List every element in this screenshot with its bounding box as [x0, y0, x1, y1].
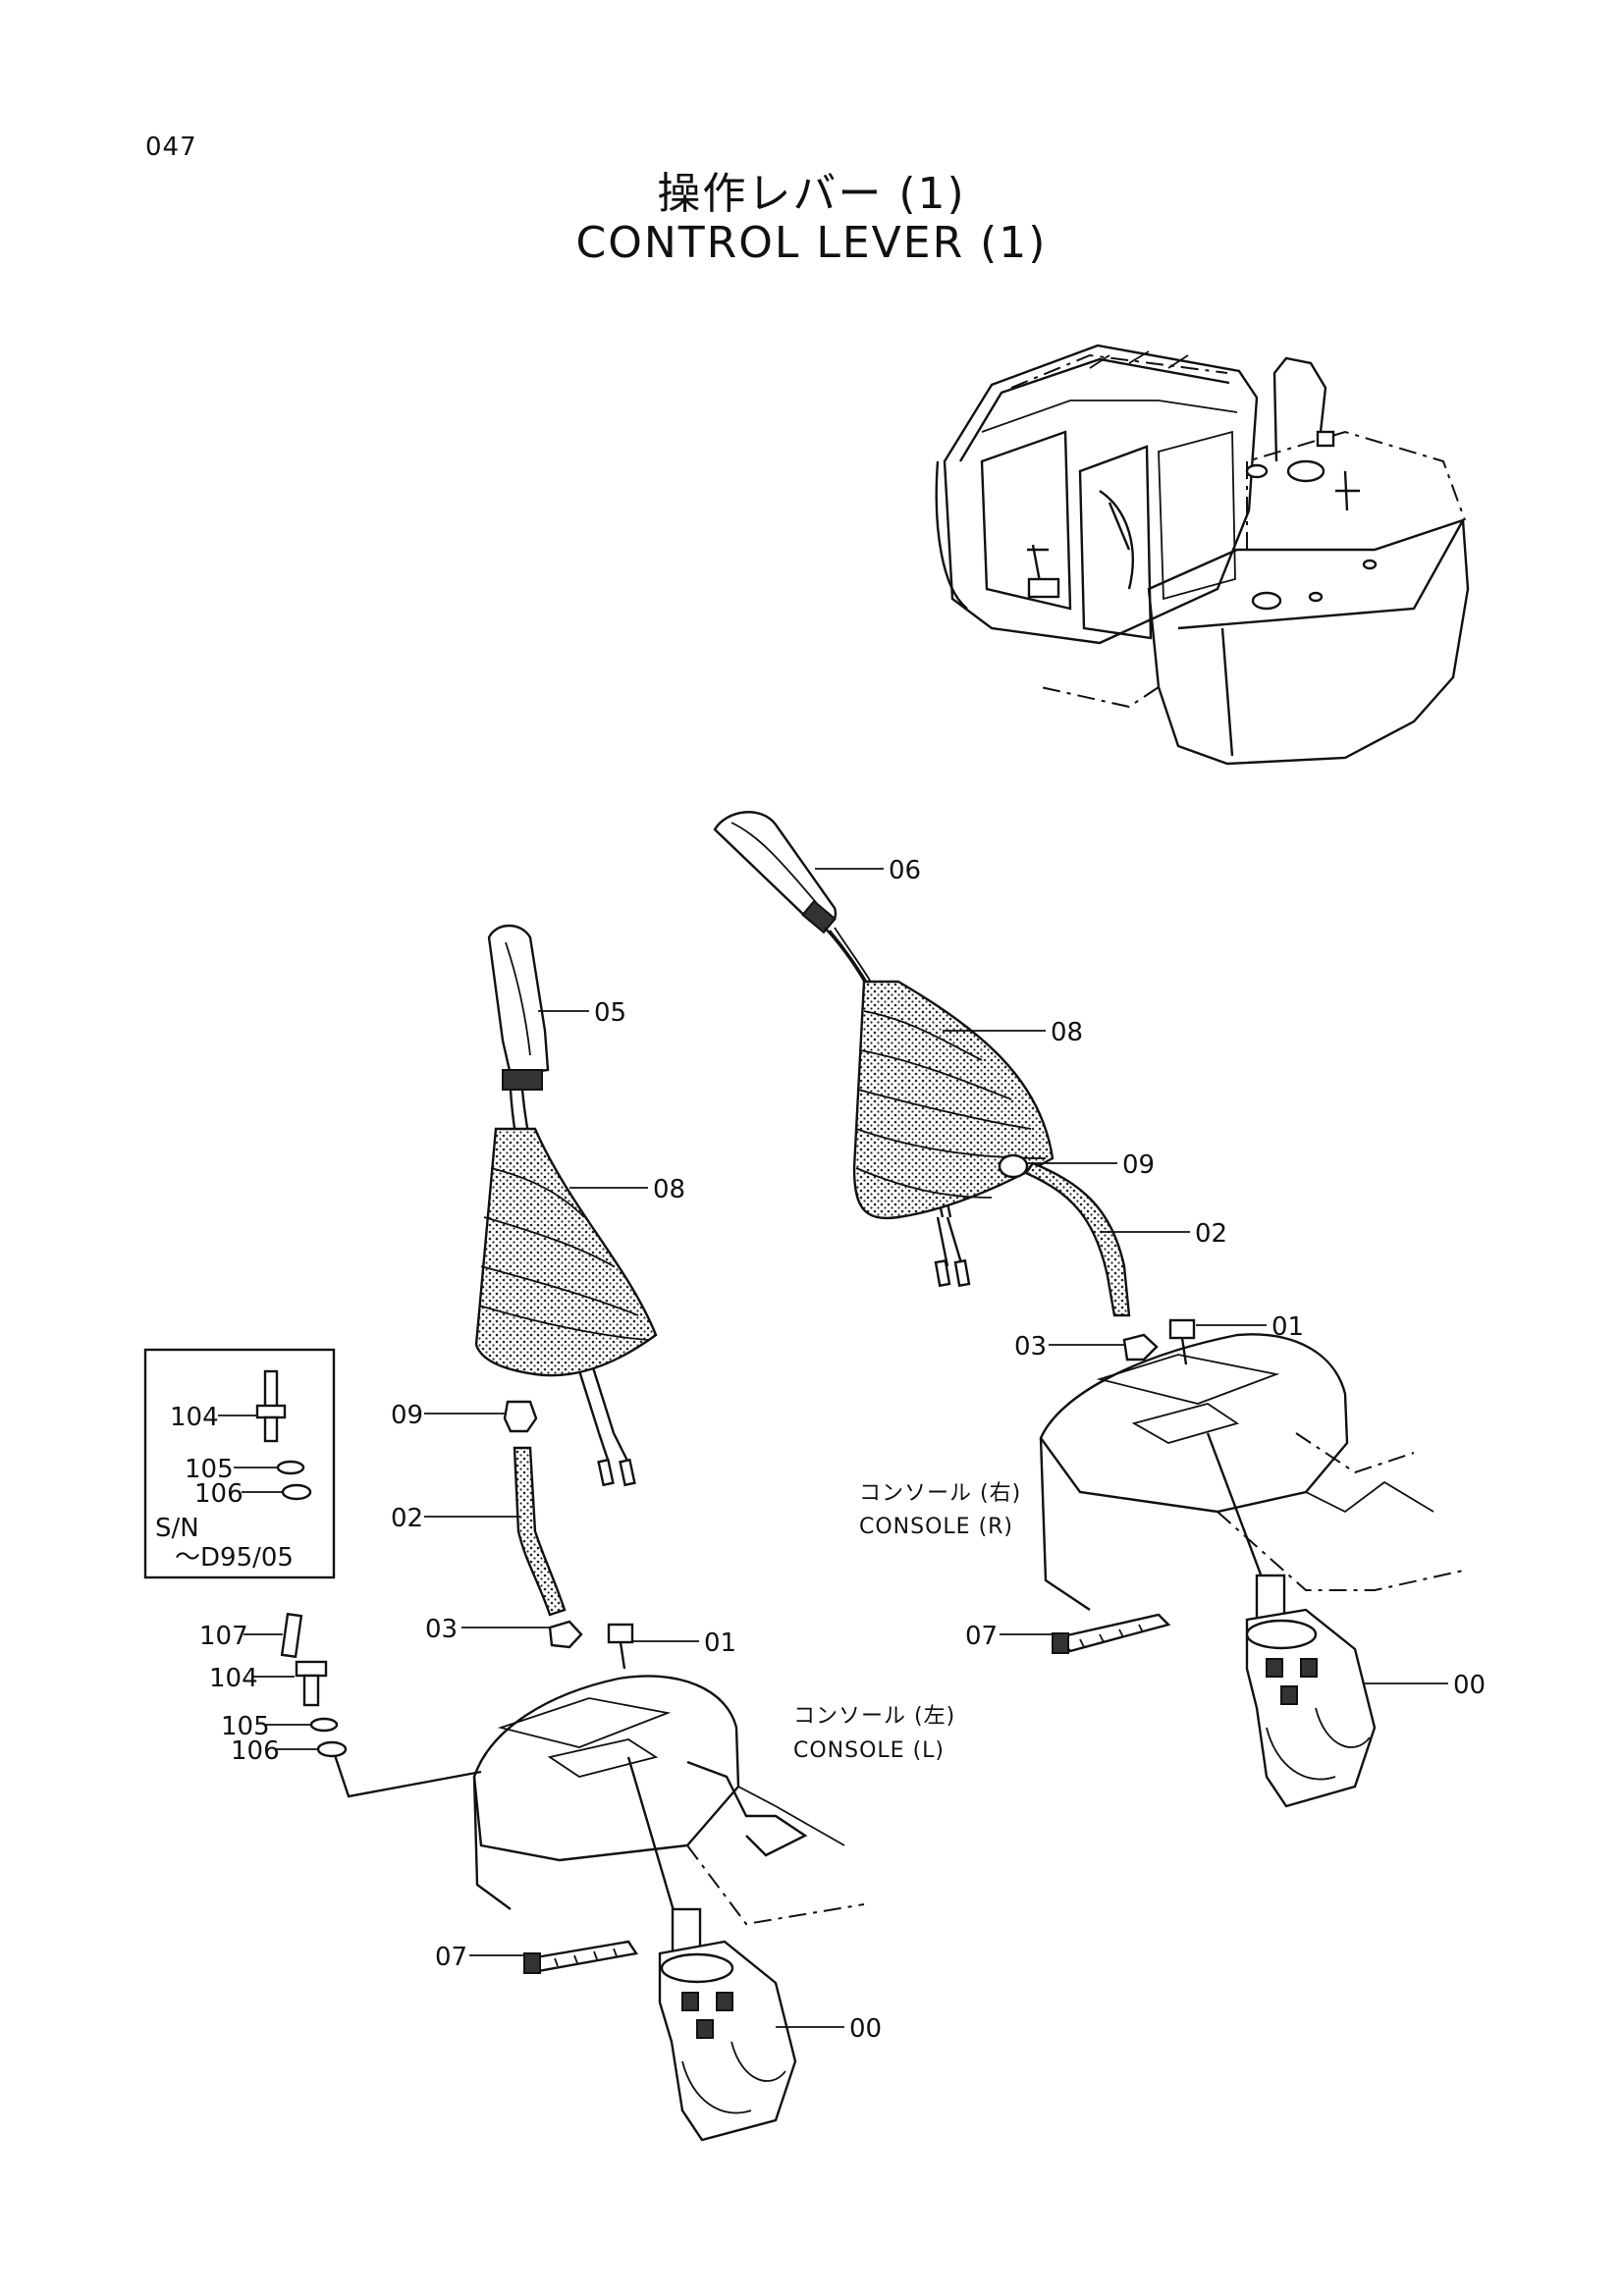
callout-105-inset: 105: [185, 1455, 234, 1484]
callout-09-left: 09: [391, 1401, 423, 1430]
callout-08-left: 08: [653, 1175, 685, 1204]
left-nut-03: [548, 1620, 583, 1649]
callout-07-right: 07: [965, 1622, 998, 1651]
callout-104-inset: 104: [170, 1403, 219, 1432]
left-grip-05: [487, 924, 550, 1077]
console-right-label-en: CONSOLE (R): [859, 1515, 1013, 1539]
console-left-label-ja: コンソール (左): [793, 1704, 955, 1729]
callout-03-left: 03: [425, 1615, 458, 1644]
callout-09-right: 09: [1122, 1150, 1155, 1180]
console-left-label-en: CONSOLE (L): [793, 1738, 945, 1763]
right-nut-03: [1122, 1333, 1159, 1362]
serial-inset-box: [143, 1348, 336, 1579]
excavator-overview-illustration: [935, 344, 1470, 766]
left-clamp-07: [528, 1940, 639, 1973]
callout-labels: 06 08 09 02 01 03 07 00 05 08 09 02 03 0…: [155, 856, 1486, 2044]
callout-106-inset: 106: [194, 1479, 243, 1509]
callout-104-loose: 104: [209, 1664, 258, 1693]
left-bolt-01: [607, 1623, 634, 1644]
callout-02-left: 02: [391, 1504, 423, 1533]
serial-note-line2: ～D95/05: [175, 1543, 294, 1573]
console-left-outline: [472, 1675, 740, 1862]
left-boot-08: [474, 1127, 658, 1377]
right-bolt-01: [1168, 1318, 1196, 1340]
left-lever-assembly: [332, 924, 865, 2142]
callout-02-right: 02: [1195, 1219, 1227, 1249]
right-lever-assembly: [713, 811, 1464, 1808]
left-pilot-valve-00: [658, 1940, 797, 2142]
title-english: CONTROL LEVER (1): [575, 218, 1048, 268]
callout-07-left: 07: [435, 1943, 467, 1972]
console-right-label-ja: コンソール (右): [859, 1481, 1021, 1506]
left-nut-09: [503, 1400, 538, 1433]
right-rod-02: [1024, 1161, 1131, 1317]
right-boot-08: [852, 980, 1055, 1220]
callout-00-right: 00: [1453, 1671, 1486, 1700]
page-number: 047: [145, 133, 197, 162]
loose-mounting-parts: [243, 1612, 348, 1758]
callout-05-left: 05: [594, 998, 626, 1028]
title-japanese: 操作レバー (1): [657, 169, 966, 219]
callout-03-right: 03: [1014, 1332, 1047, 1362]
callout-105-loose: 105: [221, 1712, 270, 1741]
callout-08-right: 08: [1051, 1018, 1083, 1047]
console-right-outline: [1039, 1333, 1349, 1514]
leader-lines: [424, 868, 1448, 2028]
right-clamp-07: [1055, 1613, 1171, 1653]
callout-107-loose: 107: [199, 1622, 248, 1651]
callout-06-right: 06: [889, 856, 921, 885]
left-rod-02: [513, 1446, 567, 1617]
callout-01-right: 01: [1271, 1312, 1304, 1342]
serial-note-line1: S/N: [155, 1514, 199, 1543]
callout-00-left: 00: [849, 2014, 882, 2044]
callout-106-loose: 106: [231, 1736, 280, 1766]
right-nut-09: [998, 1153, 1029, 1179]
callout-01-left: 01: [704, 1629, 736, 1658]
